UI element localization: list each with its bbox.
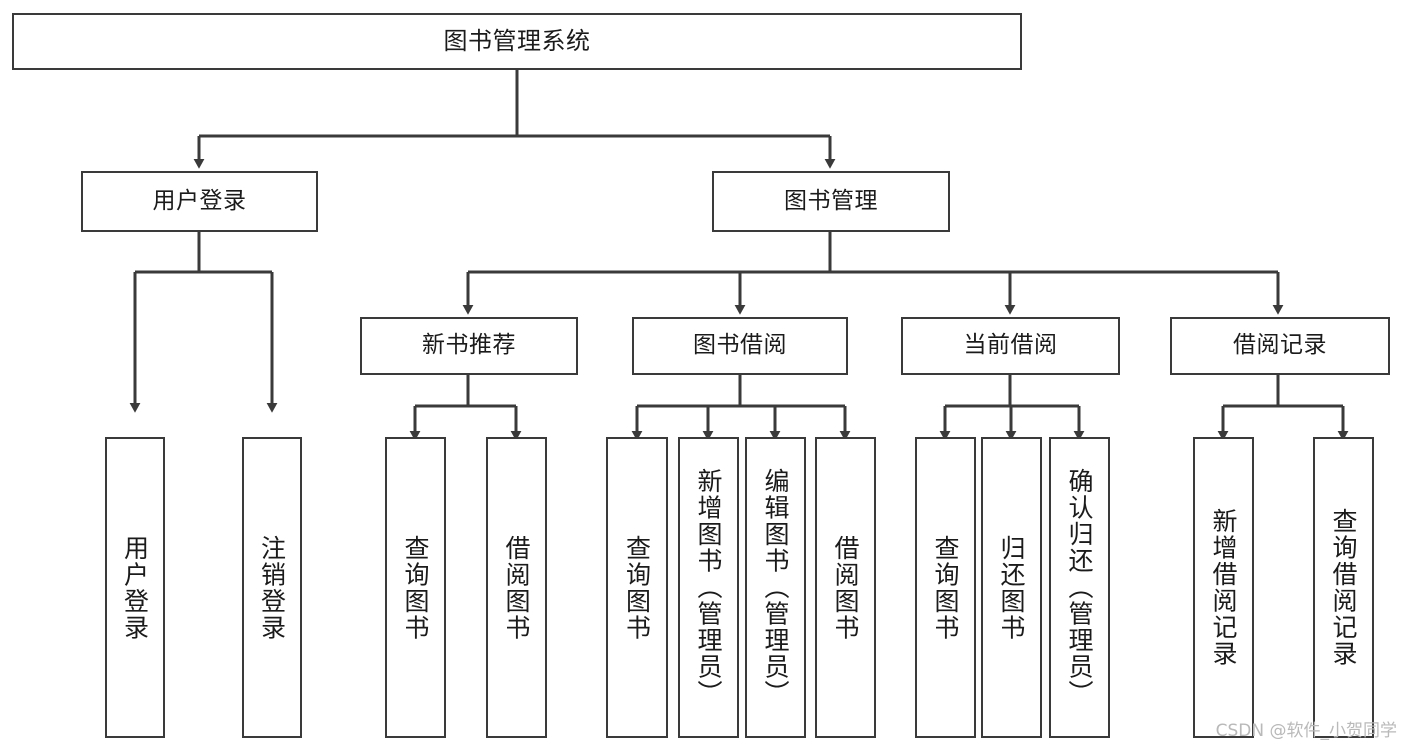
leaf-logout-label: 注销登录: [257, 534, 287, 641]
leaf-query-borrow-record[interactable]: 查询借阅记录: [1313, 437, 1374, 738]
leaf-logout[interactable]: 注销登录: [242, 437, 302, 738]
leaf-query-book-3[interactable]: 查询图书: [915, 437, 976, 738]
leaf-borrow-book-2-label: 借阅图书: [831, 534, 860, 641]
node-new-book-recommendation[interactable]: 新书推荐: [360, 317, 578, 375]
leaf-borrow-book-2[interactable]: 借阅图书: [815, 437, 876, 738]
leaf-confirm-return-label: 确认归还（管理员）: [1065, 468, 1094, 707]
leaf-add-book[interactable]: 新增图书（管理员）: [678, 437, 739, 738]
node-user-login[interactable]: 用户登录: [81, 171, 318, 232]
node-book-management-label: 图书管理: [784, 187, 878, 214]
node-new-book-recommendation-label: 新书推荐: [422, 332, 516, 359]
leaf-add-borrow-record[interactable]: 新增借阅记录: [1193, 437, 1254, 738]
leaf-return-book-label: 归还图书: [997, 534, 1026, 641]
leaf-query-book-1[interactable]: 查询图书: [385, 437, 446, 738]
leaf-edit-book-label: 编辑图书（管理员）: [761, 468, 790, 707]
node-current-borrow-label: 当前借阅: [963, 332, 1058, 359]
leaf-query-book-2-label: 查询图书: [622, 534, 652, 641]
node-book-management[interactable]: 图书管理: [712, 171, 950, 232]
leaf-borrow-book-1-label: 借阅图书: [502, 534, 531, 641]
leaf-return-book[interactable]: 归还图书: [981, 437, 1042, 738]
leaf-query-book-3-label: 查询图书: [931, 534, 960, 641]
leaf-query-book-2[interactable]: 查询图书: [606, 437, 668, 738]
csdn-watermark: CSDN @软件_小贺同学: [1215, 721, 1397, 741]
node-borrow-record-label: 借阅记录: [1233, 332, 1327, 359]
node-book-borrow-label: 图书借阅: [693, 332, 787, 359]
node-root[interactable]: 图书管理系统: [12, 13, 1022, 70]
leaf-user-login[interactable]: 用户登录: [105, 437, 165, 738]
leaf-borrow-book-1[interactable]: 借阅图书: [486, 437, 547, 738]
node-book-borrow[interactable]: 图书借阅: [632, 317, 848, 375]
node-user-login-label: 用户登录: [152, 187, 247, 214]
node-root-label: 图书管理系统: [443, 27, 591, 56]
leaf-query-borrow-record-label: 查询借阅记录: [1329, 508, 1358, 667]
node-borrow-record[interactable]: 借阅记录: [1170, 317, 1390, 375]
leaf-add-borrow-record-label: 新增借阅记录: [1209, 508, 1238, 667]
leaf-confirm-return[interactable]: 确认归还（管理员）: [1049, 437, 1110, 738]
leaf-edit-book[interactable]: 编辑图书（管理员）: [745, 437, 806, 738]
leaf-add-book-label: 新增图书（管理员）: [694, 468, 723, 707]
node-current-borrow[interactable]: 当前借阅: [901, 317, 1120, 375]
leaf-user-login-label: 用户登录: [120, 534, 150, 641]
leaf-query-book-1-label: 查询图书: [401, 534, 430, 641]
